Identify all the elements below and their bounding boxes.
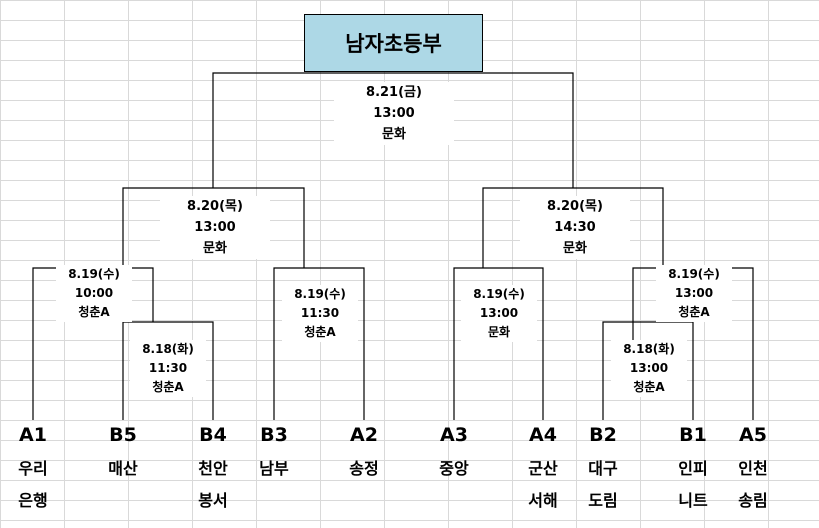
team-name-line1: 천안: [198, 459, 228, 478]
team-code: B4: [199, 424, 227, 446]
match-venue: 청춘A: [304, 325, 336, 339]
match-time: 10:00: [74, 286, 114, 300]
match-time: 13:00: [629, 361, 669, 375]
match-date: 8.18(화): [623, 342, 675, 356]
match-venue: 청춘A: [78, 305, 110, 319]
team-code: A2: [350, 424, 378, 446]
team-name-line1: 인천: [738, 459, 768, 478]
match-venue: 청춘A: [633, 380, 665, 394]
match-time: 11:30: [148, 361, 188, 375]
team-name-line2: 봉서: [198, 491, 228, 510]
team-name-line2: 송림: [738, 491, 768, 510]
match-venue: 문화: [563, 241, 587, 256]
team-code: A4: [529, 424, 557, 446]
team-code: A3: [440, 424, 468, 446]
r1a-bracket: [122, 321, 214, 420]
r1b-bracket: [602, 321, 694, 420]
division-title: 남자초등부: [304, 14, 483, 72]
final-bracket: [212, 72, 574, 188]
team-code: B1: [679, 424, 707, 446]
team-name-line1: 송정: [349, 459, 379, 478]
team-name-line1: 군산: [528, 459, 558, 478]
team-name-line1: 우리: [18, 459, 48, 478]
team-a5: A5 인천 송림: [723, 423, 783, 517]
qf2-bracket: [273, 267, 365, 420]
match-venue: 문화: [487, 325, 511, 339]
match-date: 8.19(수): [668, 267, 720, 281]
match-date: 8.18(화): [142, 342, 194, 356]
match-venue: 문화: [203, 241, 227, 256]
team-code: A1: [19, 424, 47, 446]
team-code: B5: [109, 424, 137, 446]
match-date: 8.20(목): [187, 199, 243, 214]
match-date: 8.19(수): [68, 267, 120, 281]
team-name-line1: 인피: [678, 459, 708, 478]
team-name-line2: 도림: [588, 491, 618, 510]
match-time: 11:30: [300, 306, 340, 320]
team-b3: B3 남부: [244, 423, 304, 485]
semi2-match-info: 8.20(목) 14:30 문화: [520, 196, 630, 259]
team-code: B3: [260, 424, 288, 446]
team-b4: B4 천안 봉서: [183, 423, 243, 517]
qf3-match-info: 8.19(수) 13:00 문화: [461, 285, 537, 342]
r1b-match-info: 8.18(화) 13:00 청춘A: [611, 340, 687, 397]
semi1-match-info: 8.20(목) 13:00 문화: [160, 196, 270, 259]
team-name-line1: 중앙: [439, 459, 469, 478]
qf1-match-info: 8.19(수) 10:00 청춘A: [56, 265, 132, 322]
team-name-line1: 대구: [588, 459, 618, 478]
final-match-info: 8.21(금) 13:00 문화: [334, 82, 454, 145]
match-time: 13:00: [194, 220, 236, 235]
team-a1: A1 우리 은행: [3, 423, 63, 517]
match-time: 14:30: [554, 220, 596, 235]
team-name-line2: 서해: [528, 491, 558, 510]
semi1-bracket: [122, 187, 305, 268]
team-b2: B2 대구 도림: [573, 423, 633, 517]
match-time: 13:00: [373, 106, 415, 121]
qf2-match-info: 8.19(수) 11:30 청춘A: [282, 285, 358, 342]
r1a-match-info: 8.18(화) 11:30 청춘A: [130, 340, 206, 397]
semi2-bracket: [482, 187, 664, 268]
match-date: 8.19(수): [294, 287, 346, 301]
team-b1: B1 인피 니트: [663, 423, 723, 517]
team-b5: B5 매산: [93, 423, 153, 485]
team-code: B2: [589, 424, 617, 446]
match-venue: 청춘A: [678, 305, 710, 319]
team-code: A5: [739, 424, 767, 446]
match-time: 13:00: [479, 306, 519, 320]
team-a4: A4 군산 서해: [513, 423, 573, 517]
match-venue: 청춘A: [152, 380, 184, 394]
team-a2: A2 송정: [334, 423, 394, 485]
match-date: 8.20(목): [547, 199, 603, 214]
qf4-match-info: 8.19(수) 13:00 청춘A: [656, 265, 732, 322]
team-name-line1: 남부: [259, 459, 289, 478]
match-date: 8.19(수): [473, 287, 525, 301]
team-name-line2: 니트: [678, 491, 708, 510]
team-name-line1: 매산: [108, 459, 138, 478]
match-venue: 문화: [382, 127, 406, 142]
qf3-bracket: [453, 267, 544, 420]
team-name-line2: 은행: [18, 491, 48, 510]
match-date: 8.21(금): [366, 85, 422, 100]
team-a3: A3 중앙: [424, 423, 484, 485]
match-time: 13:00: [674, 286, 714, 300]
